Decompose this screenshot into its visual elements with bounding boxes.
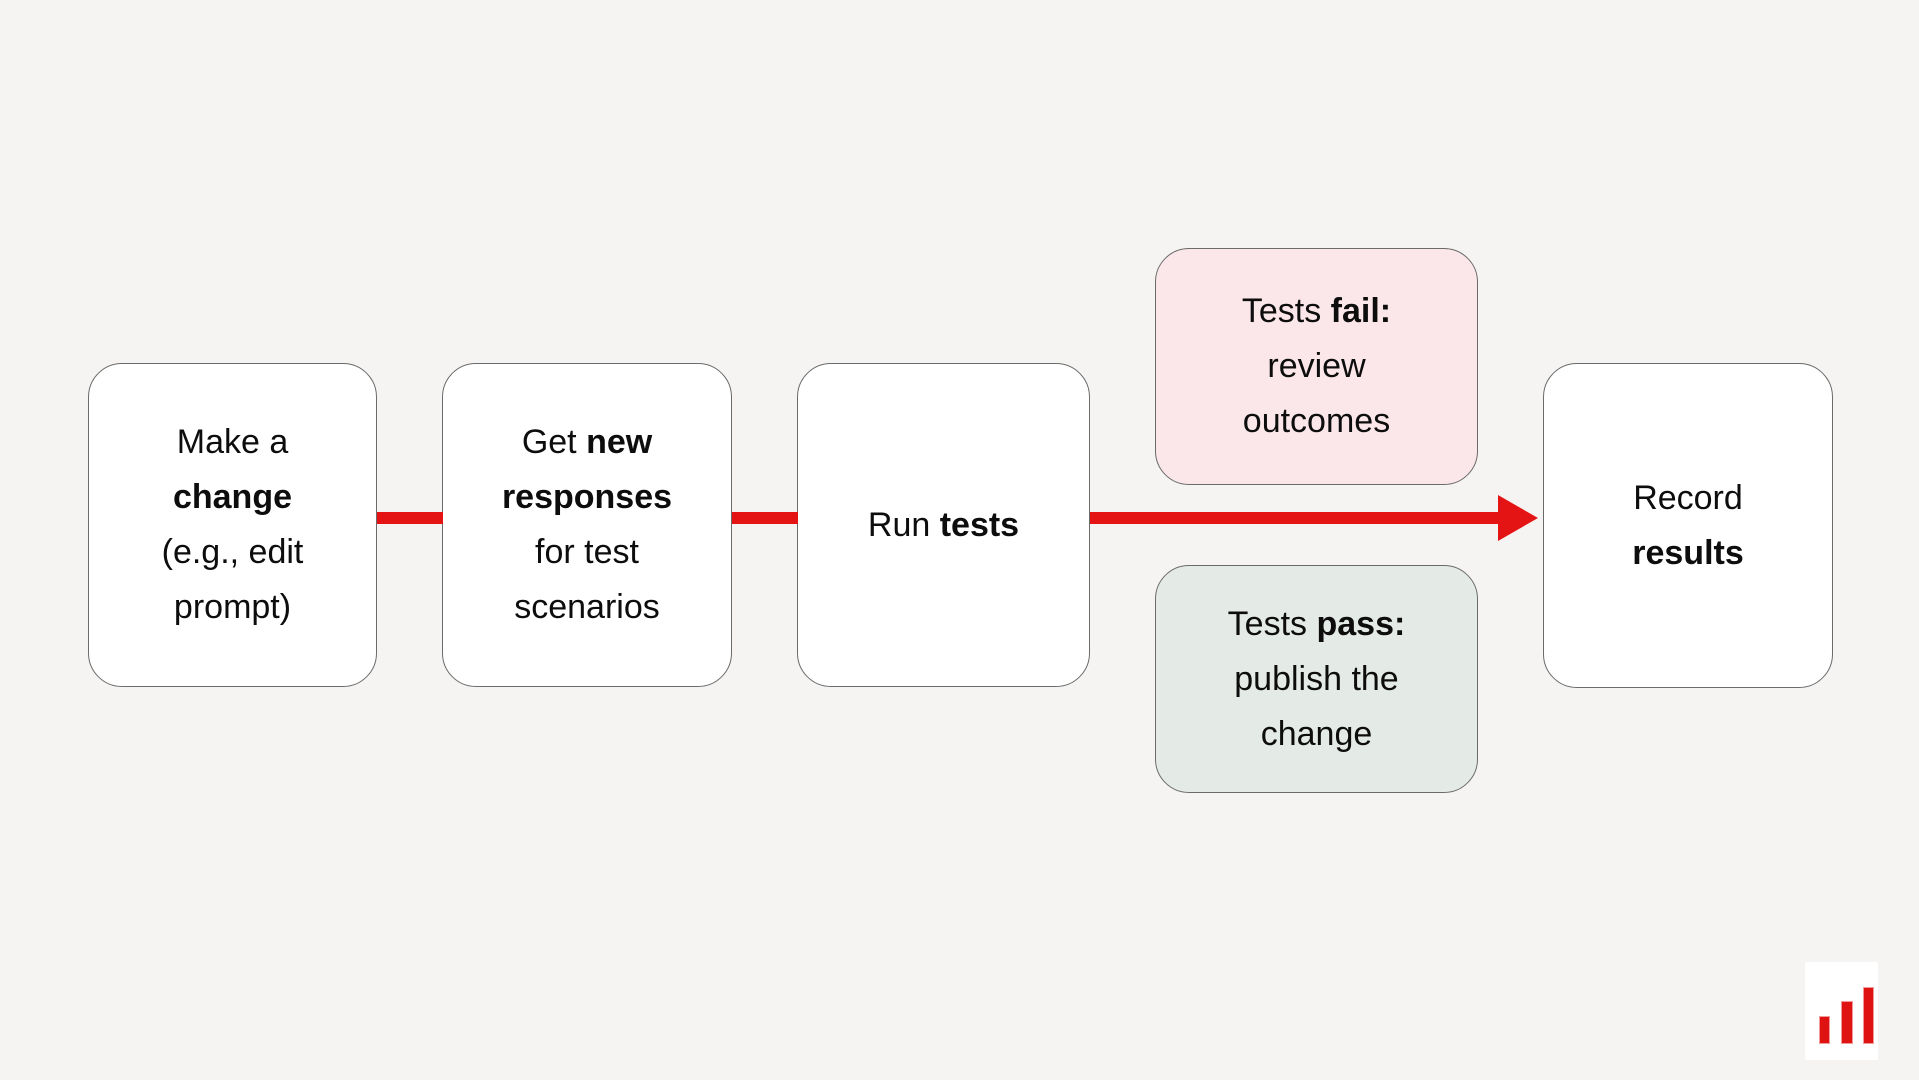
flow-connector-main bbox=[1090, 512, 1500, 524]
bar-chart-icon bbox=[1841, 1001, 1853, 1044]
flow-arrowhead bbox=[1498, 495, 1538, 541]
flow-connector-2 bbox=[732, 512, 798, 524]
bar-chart-logo bbox=[1805, 962, 1878, 1060]
node-run-tests: Run tests bbox=[797, 363, 1090, 687]
flow-connector-1 bbox=[377, 512, 443, 524]
bar-chart-icon bbox=[1863, 987, 1874, 1044]
bar-chart-icon bbox=[1819, 1016, 1830, 1044]
